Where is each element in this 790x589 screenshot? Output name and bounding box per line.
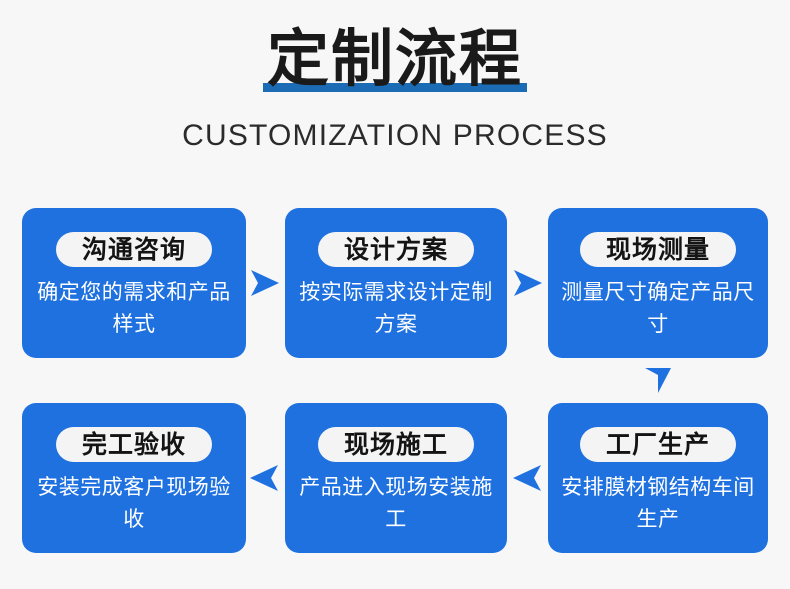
- page-title-wrap: 定制流程: [0, 20, 790, 100]
- arrow-left-step4-step5: [512, 463, 543, 493]
- step-badge-6: 完工验收: [55, 427, 212, 462]
- step-description-3: 测量尺寸确定产品尺寸: [561, 280, 755, 336]
- arrow-left-step5-step6: [249, 463, 280, 493]
- page-subtitle: CUSTOMIZATION PROCESS: [182, 119, 608, 152]
- step-badge-2: 设计方案: [317, 232, 474, 267]
- step-description-6: 安装完成客户现场验收: [37, 475, 231, 531]
- step-badge-3: 现场测量: [579, 232, 736, 267]
- page-header: 定制流程 CUSTOMIZATION PROCESS: [0, 0, 790, 180]
- step-description-2: 按实际需求设计定制方案: [299, 280, 493, 336]
- step-description-4: 安排膜材钢结构车间生产: [561, 475, 755, 531]
- process-step-card-3[interactable]: 现场测量 测量尺寸确定产品尺寸: [548, 208, 768, 358]
- process-step-card-1[interactable]: 沟通咨询 确定您的需求和产品样式: [22, 208, 246, 358]
- step-description-5: 产品进入现场安装施工: [299, 475, 493, 531]
- arrow-right-step1-step2: [249, 268, 280, 298]
- process-step-card-4[interactable]: 工厂生产 安排膜材钢结构车间生产: [548, 403, 768, 553]
- process-step-card-2[interactable]: 设计方案 按实际需求设计定制方案: [285, 208, 507, 358]
- arrow-down-step3-step4: [643, 366, 673, 394]
- title-underline-bar: [262, 83, 527, 92]
- step-badge-5: 现场施工: [317, 427, 474, 462]
- step-badge-1: 沟通咨询: [55, 232, 212, 267]
- process-step-card-5[interactable]: 现场施工 产品进入现场安装施工: [285, 403, 507, 553]
- step-description-1: 确定您的需求和产品样式: [37, 280, 231, 336]
- title-with-underline: 定制流程: [261, 20, 529, 98]
- arrow-right-step2-step3: [512, 268, 543, 298]
- step-badge-4: 工厂生产: [579, 427, 736, 462]
- page-title: 定制流程: [266, 22, 523, 95]
- process-step-card-6[interactable]: 完工验收 安装完成客户现场验收: [22, 403, 246, 553]
